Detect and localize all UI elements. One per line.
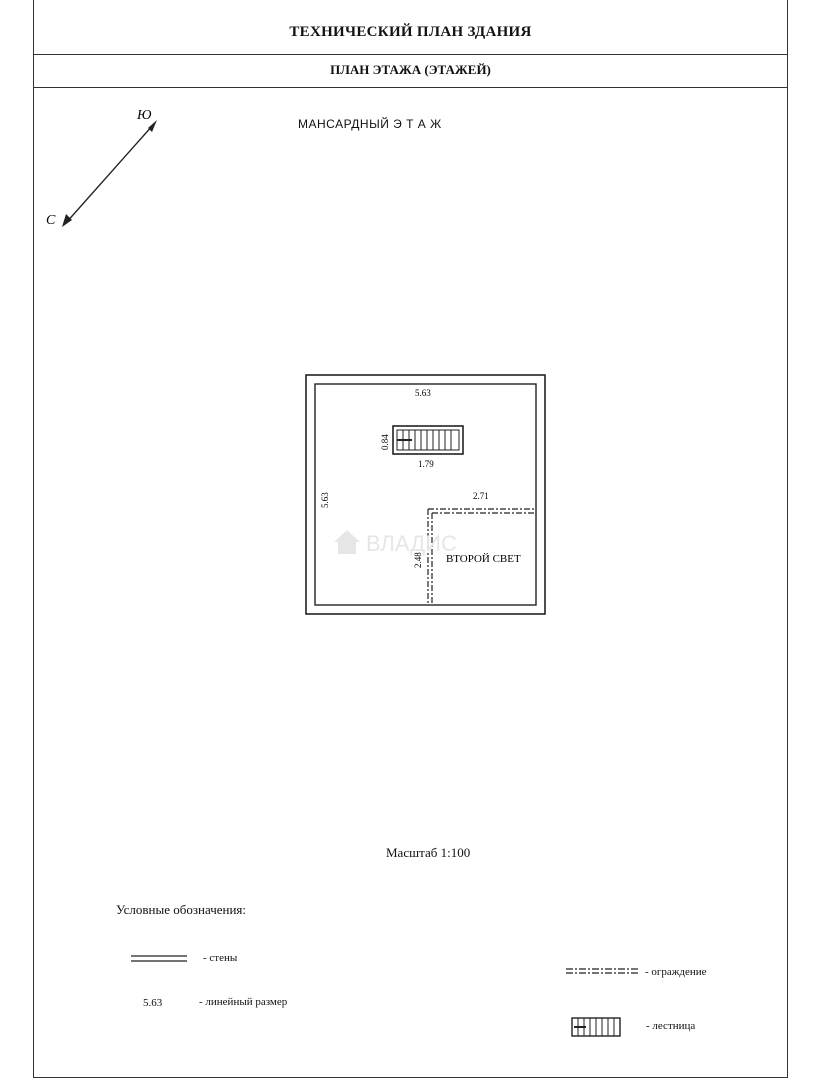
void-fence	[427, 508, 536, 605]
compass-south-label: Ю	[136, 108, 152, 123]
legend-linear-size-label: - линейный размер	[199, 996, 288, 1008]
dim-top-width: 5.63	[415, 388, 431, 398]
compass-arrow-icon	[62, 120, 157, 227]
legend-fence-label: - ограждение	[645, 966, 707, 978]
scale-label: Масштаб 1:100	[386, 845, 471, 860]
floor-title: МАНСАРДНЫЙ Э Т А Ж	[298, 117, 442, 131]
dim-void-width: 2.71	[473, 491, 489, 501]
compass-north-label: С	[46, 213, 56, 228]
dim-stair-width: 1.79	[418, 459, 434, 469]
dim-stair-depth: 0.84	[380, 434, 390, 450]
drawing-sheet: ТЕХНИЧЕСКИЙ ПЛАН ЗДАНИЯ ПЛАН ЭТАЖА (ЭТАЖ…	[33, 0, 788, 1078]
stairs-symbol	[392, 425, 464, 455]
room-label-second-light: ВТОРОЙ СВЕТ	[446, 553, 521, 565]
document-title: ТЕХНИЧЕСКИЙ ПЛАН ЗДАНИЯ	[34, 0, 787, 55]
legend-linear-size-example: 5.63	[143, 997, 163, 1009]
legend-walls-label: - стены	[203, 952, 238, 964]
legend-stairs-symbol	[571, 1017, 621, 1037]
legend-title: Условные обозначения:	[116, 902, 247, 917]
dim-left-height: 5.63	[320, 492, 330, 508]
inner-wall	[314, 383, 537, 606]
watermark-text: ВЛАДИС	[366, 531, 457, 556]
legend-stairs-label: - лестница	[646, 1020, 696, 1032]
document-subtitle: ПЛАН ЭТАЖА (ЭТАЖЕЙ)	[34, 55, 787, 88]
watermark: ВЛАДИС	[334, 530, 457, 556]
legend-fence-symbol	[566, 968, 638, 974]
house-icon	[334, 530, 360, 554]
outer-wall	[305, 374, 546, 615]
dim-void-height: 2.48	[413, 552, 423, 568]
legend-walls-symbol	[131, 955, 187, 962]
